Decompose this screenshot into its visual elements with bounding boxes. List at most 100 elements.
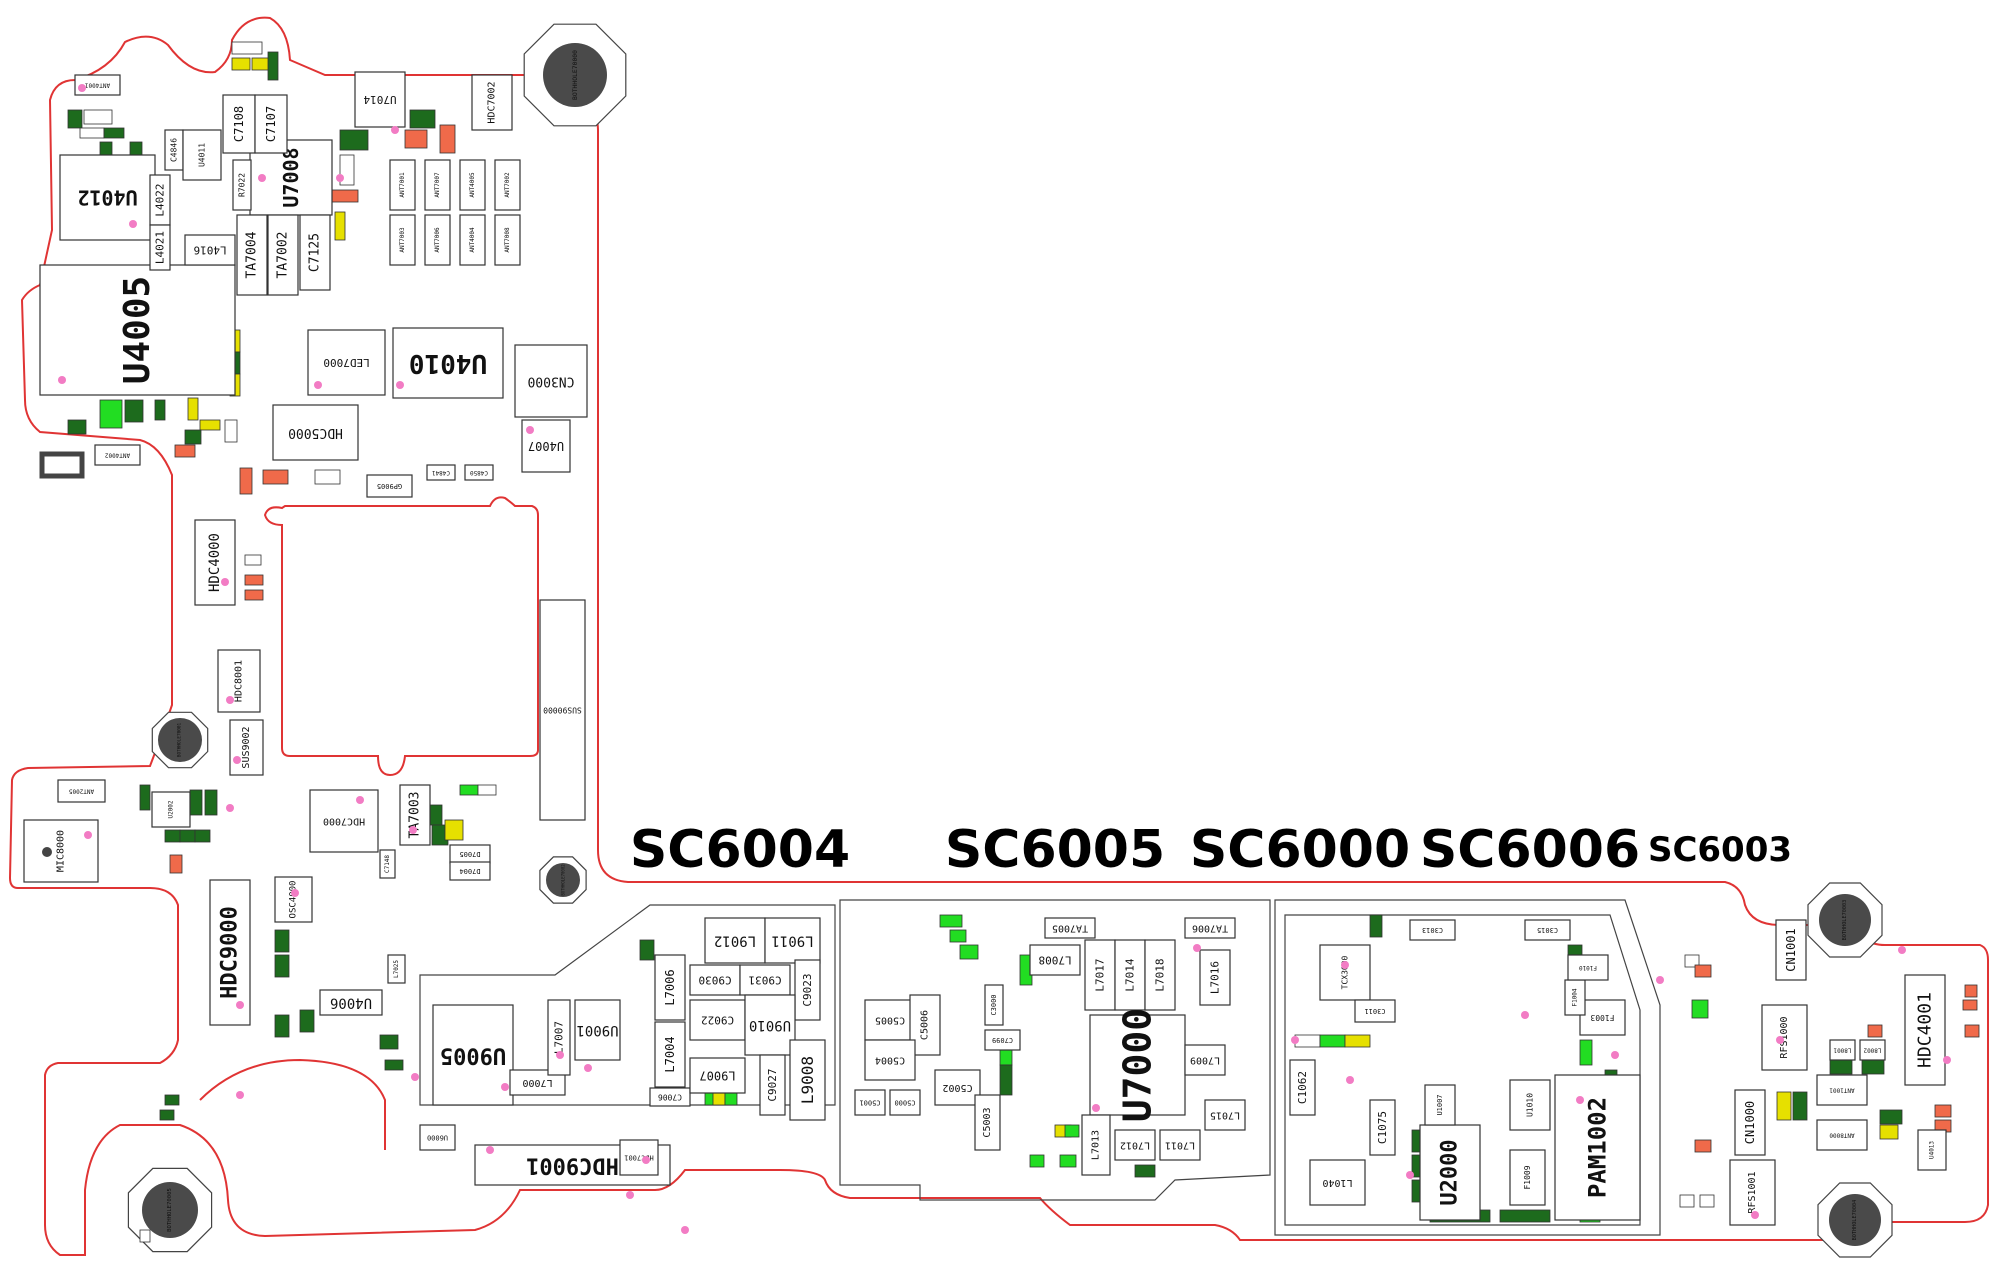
- component-gp9005[interactable]: GP9005: [366, 474, 413, 498]
- component-ant7006[interactable]: ANT7006: [424, 214, 451, 266]
- component-r7022[interactable]: R7022: [232, 159, 252, 211]
- component-ant4002[interactable]: ANT4002: [94, 444, 141, 466]
- component-u9001[interactable]: U9001: [574, 999, 621, 1061]
- component-l7014[interactable]: L7014: [1114, 939, 1146, 1011]
- component-c7099[interactable]: C7099: [984, 1029, 1021, 1051]
- component-ant4005[interactable]: ANT4005: [459, 159, 486, 211]
- component-f1009[interactable]: F1009: [1509, 1149, 1546, 1206]
- component-tcx3000[interactable]: TCX3000: [1319, 944, 1371, 1001]
- component-mic8000[interactable]: MIC8000: [23, 819, 99, 883]
- component-ant7001[interactable]: ANT7001: [389, 159, 416, 211]
- component-sus90000[interactable]: SUS90000: [539, 599, 586, 821]
- component-rfs1001[interactable]: RFS1001: [1729, 1159, 1776, 1226]
- component-l8002[interactable]: L8002: [1859, 1039, 1886, 1061]
- component-u9005[interactable]: U9005: [432, 1004, 514, 1106]
- component-l9008[interactable]: L9008: [789, 1039, 826, 1121]
- component-u2002[interactable]: U2002: [151, 791, 191, 828]
- component-u4006[interactable]: U4006: [319, 989, 383, 1016]
- component-c1075[interactable]: C1075: [1369, 1099, 1396, 1156]
- component-osc4000[interactable]: OSC4000: [274, 876, 313, 923]
- component-ta7006[interactable]: TA7006: [1184, 917, 1236, 939]
- component-c5004[interactable]: C5004: [864, 1039, 916, 1081]
- component-ant7008[interactable]: ANT7008: [494, 214, 521, 266]
- component-ant1001[interactable]: ANT1001: [1816, 1074, 1868, 1106]
- component-c5000[interactable]: C5000: [889, 1089, 921, 1116]
- component-l7008[interactable]: L7008: [1029, 944, 1081, 976]
- component-ant7003[interactable]: ANT7003: [389, 214, 416, 266]
- component-u4011[interactable]: U4011: [182, 129, 222, 181]
- component-hdc9000[interactable]: HDC9000: [209, 879, 251, 1026]
- component-c1062[interactable]: C1062: [1289, 1059, 1316, 1116]
- component-u7000[interactable]: U7000: [1089, 1008, 1186, 1122]
- component-u7014[interactable]: U7014: [354, 71, 406, 128]
- component-l7017[interactable]: L7017: [1084, 939, 1116, 1011]
- component-ant8000[interactable]: ANT8000: [1816, 1119, 1868, 1151]
- component-l7015[interactable]: L7015: [1204, 1099, 1246, 1131]
- component-cn3000[interactable]: CN3000: [514, 344, 588, 418]
- component-l7011[interactable]: L7011: [1159, 1129, 1201, 1161]
- component-c4850[interactable]: C4850: [464, 464, 494, 481]
- component-u2000[interactable]: U2000: [1419, 1124, 1481, 1221]
- component-c7006[interactable]: C7006: [649, 1087, 691, 1107]
- component-sus9002[interactable]: SUS9002: [229, 719, 264, 776]
- component-hdc8001[interactable]: HDC8001: [217, 649, 261, 713]
- component-l4022[interactable]: L4022: [149, 174, 171, 226]
- component-c5005[interactable]: C5005: [864, 999, 916, 1041]
- component-l7007[interactable]: L7007: [547, 999, 571, 1076]
- component-ant7002[interactable]: ANT7002: [494, 159, 521, 211]
- component-l7004[interactable]: L7004: [654, 1021, 686, 1088]
- component-hdc7002[interactable]: HDC7002: [471, 74, 513, 131]
- component-c3013[interactable]: C3013: [1409, 919, 1456, 941]
- component-c5003[interactable]: C5003: [974, 1094, 1001, 1151]
- component-d7005[interactable]: D7005: [449, 844, 491, 864]
- component-l7018[interactable]: L7018: [1144, 939, 1176, 1011]
- component-u6000[interactable]: U6000: [419, 1124, 456, 1151]
- component-ta7004[interactable]: TA7004: [236, 214, 268, 296]
- component-c9023[interactable]: C9023: [794, 959, 821, 1021]
- component-hdc7001[interactable]: HDC7001: [619, 1139, 659, 1176]
- component-hdc7000[interactable]: HDC7000: [309, 789, 379, 853]
- component-l1040[interactable]: L1040: [1309, 1159, 1366, 1206]
- component-c4846[interactable]: C4846: [164, 129, 184, 171]
- component-u9010[interactable]: U9010: [744, 994, 796, 1056]
- component-l7012[interactable]: L7012: [1114, 1129, 1156, 1161]
- component-u4012[interactable]: U4012: [59, 154, 156, 241]
- component-l9011[interactable]: L9011: [764, 917, 821, 964]
- component-l7025[interactable]: L7025: [387, 954, 406, 984]
- component-l9007[interactable]: L9007: [689, 1057, 746, 1094]
- component-l7009[interactable]: L7009: [1184, 1044, 1226, 1076]
- component-l9012[interactable]: L9012: [704, 917, 766, 964]
- component-ant4001[interactable]: ANT4001: [74, 74, 121, 96]
- component-l7000[interactable]: L7000: [509, 1069, 566, 1096]
- component-c9031[interactable]: C9031: [739, 964, 791, 996]
- component-u4005[interactable]: U4005: [39, 264, 236, 396]
- component-c7148[interactable]: C7148: [379, 849, 396, 879]
- component-ta7005[interactable]: TA7005: [1044, 917, 1096, 939]
- component-c9030[interactable]: C9030: [689, 964, 741, 996]
- component-hdc4000[interactable]: HDC4000: [194, 519, 236, 606]
- component-c3000[interactable]: C3000: [984, 984, 1004, 1026]
- component-ta7002[interactable]: TA7002: [267, 214, 299, 296]
- component-c7108[interactable]: C7108: [222, 94, 256, 154]
- component-ta7003[interactable]: TA7003: [399, 784, 431, 846]
- component-f1003[interactable]: F1003: [1579, 999, 1626, 1036]
- component-ant2005[interactable]: ANT2005: [57, 779, 106, 803]
- component-cn1001[interactable]: CN1001: [1775, 919, 1807, 981]
- component-ant7007[interactable]: ANT7007: [424, 159, 451, 211]
- component-u1007[interactable]: U1007: [1424, 1084, 1456, 1126]
- component-l7013[interactable]: L7013: [1081, 1114, 1111, 1176]
- component-u4013[interactable]: U4013: [1917, 1129, 1947, 1171]
- component-l4016[interactable]: L4016: [184, 234, 236, 266]
- component-l8001[interactable]: L8001: [1829, 1039, 1856, 1061]
- component-cn1000[interactable]: CN1000: [1734, 1089, 1766, 1156]
- component-f1010[interactable]: F1010: [1567, 954, 1609, 981]
- component-l7006[interactable]: L7006: [654, 954, 686, 1021]
- component-u1010[interactable]: U1010: [1509, 1079, 1551, 1131]
- component-c3015[interactable]: C3015: [1524, 919, 1571, 941]
- component-c5002[interactable]: C5002: [934, 1069, 981, 1106]
- component-c4841[interactable]: C4841: [426, 464, 456, 481]
- component-d7004[interactable]: D7004: [449, 861, 491, 881]
- component-c5001[interactable]: C5001: [854, 1089, 886, 1116]
- component-ant4004[interactable]: ANT4004: [459, 214, 486, 266]
- component-l4021[interactable]: L4021: [149, 224, 171, 271]
